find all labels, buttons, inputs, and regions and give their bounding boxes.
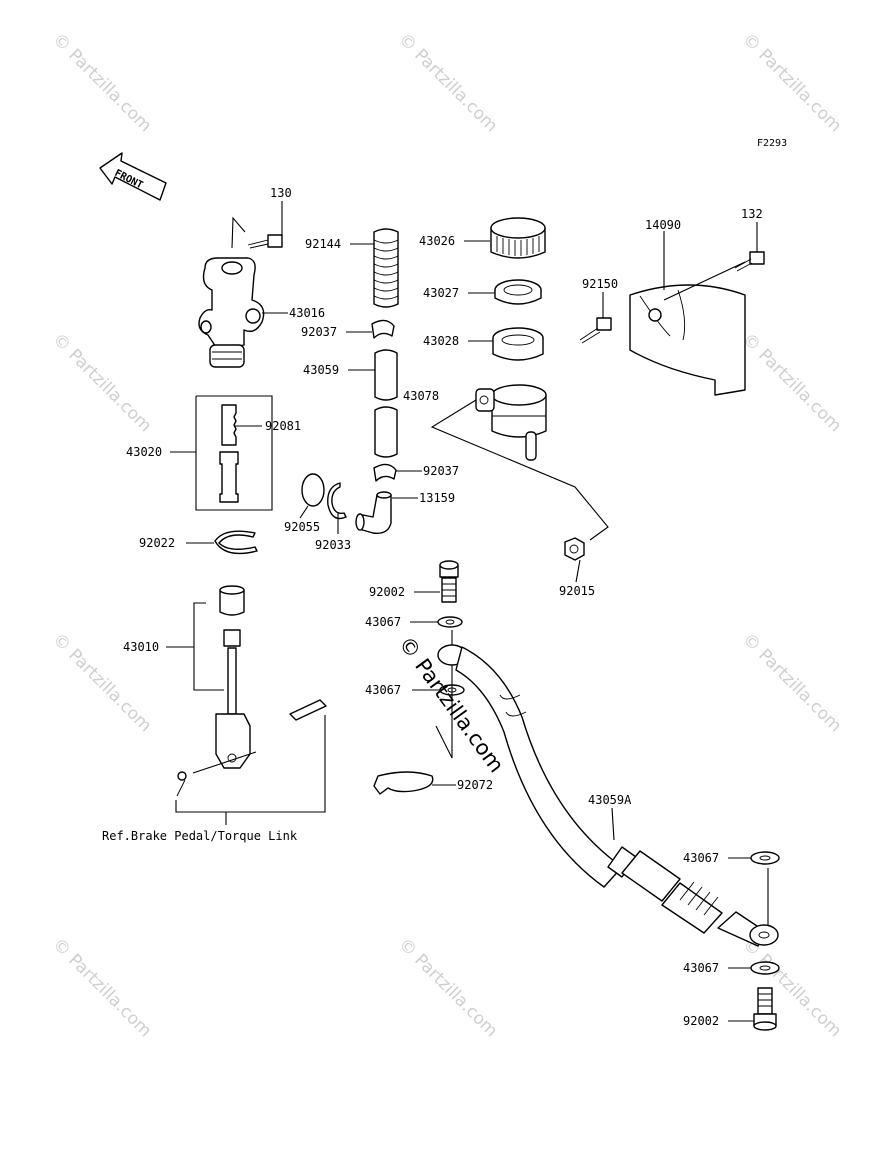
leader-line — [435, 630, 453, 759]
part-label-92037-lower: 92037 — [423, 464, 459, 478]
reservoir-diaphragm-illustration — [492, 327, 544, 361]
part-label-92037-upper: 92037 — [301, 325, 337, 339]
front-arrow-icon: FRONT — [99, 152, 167, 201]
part-label-43067-lower-b: 43067 — [683, 961, 719, 975]
part-label-43067-upper: 43067 — [365, 615, 401, 629]
watermark-text: © Partzilla.com — [394, 29, 501, 136]
part-label-92055: 92055 — [284, 520, 320, 534]
part-label-92150: 92150 — [582, 277, 618, 291]
brake-hose-illustration — [437, 644, 779, 947]
bolt-132-illustration — [734, 251, 765, 272]
piston-kit-box — [195, 395, 273, 511]
watermark-text: © Partzilla.com — [48, 29, 155, 136]
spring-illustration — [373, 228, 399, 308]
washer-lower-b-illustration — [750, 961, 780, 975]
part-label-92022: 92022 — [139, 536, 175, 550]
label-leaders — [166, 201, 758, 1022]
part-label-43010: 43010 — [123, 640, 159, 654]
reservoir-plate-illustration — [494, 279, 542, 305]
watermark-text: © Partzilla.com — [394, 934, 501, 1041]
leader-line — [193, 602, 224, 691]
leader-line — [175, 715, 326, 813]
part-label-43016: 43016 — [289, 306, 325, 320]
part-label-43020: 43020 — [126, 445, 162, 459]
clip-upper-illustration — [371, 319, 395, 339]
part-label-43026: 43026 — [419, 234, 455, 248]
leader-line — [430, 399, 609, 541]
part-label-43067-lower-a: 43067 — [683, 851, 719, 865]
part-label-130: 130 — [270, 186, 292, 200]
master-cylinder-illustration — [198, 216, 265, 368]
banjo-bolt-upper-illustration — [439, 560, 459, 603]
leader-line — [663, 261, 746, 301]
part-label-43078: 43078 — [403, 389, 439, 403]
snap-ring-92022-illustration — [214, 530, 258, 555]
o-ring-92055-illustration — [301, 473, 325, 507]
bolt-130-illustration — [247, 234, 283, 249]
clip-lower-illustration — [373, 463, 397, 482]
part-label-43059: 43059 — [303, 363, 339, 377]
reference-note: Ref.Brake Pedal/Torque Link — [102, 829, 298, 843]
washer-upper-illustration — [437, 616, 463, 628]
watermark-text: © Partzilla.com — [48, 934, 155, 1041]
washer-lower-a-illustration — [750, 851, 780, 865]
watermark-text: © Partzilla.com — [48, 329, 155, 436]
elbow-fitting-illustration — [355, 491, 392, 534]
part-label-92081: 92081 — [265, 419, 301, 433]
figure-code: F2293 — [757, 138, 787, 149]
part-labels: 130 132 14090 92144 43026 43016 43027 92… — [123, 186, 763, 1028]
push-rod-illustration — [176, 585, 327, 797]
reservoir-hose-illustration — [374, 349, 398, 458]
reservoir-cover-illustration — [629, 284, 746, 396]
part-label-92002-upper: 92002 — [369, 585, 405, 599]
part-label-92144: 92144 — [305, 237, 341, 251]
hose-clamp-illustration — [373, 771, 434, 795]
part-label-92033: 92033 — [315, 538, 351, 552]
part-label-92072: 92072 — [457, 778, 493, 792]
part-label-92002-lower: 92002 — [683, 1014, 719, 1028]
part-label-13159: 13159 — [419, 491, 455, 505]
nut-92015-illustration — [564, 537, 585, 561]
banjo-bolt-lower-illustration — [753, 987, 777, 1031]
watermark-text: © Partzilla.com — [738, 329, 845, 436]
part-label-43059A: 43059A — [588, 793, 632, 807]
part-label-14090: 14090 — [645, 218, 681, 232]
part-label-43028: 43028 — [423, 334, 459, 348]
reservoir-cap-illustration — [490, 217, 546, 259]
watermark-text: © Partzilla.com — [738, 29, 845, 136]
part-label-92015: 92015 — [559, 584, 595, 598]
part-label-132: 132 — [741, 207, 763, 221]
watermark-text: © Partzilla.com — [738, 629, 845, 736]
reservoir-tank-illustration — [475, 384, 547, 461]
part-label-43067-mid: 43067 — [365, 683, 401, 697]
bolt-92150-illustration — [579, 317, 612, 344]
circlip-92033-illustration — [327, 482, 347, 520]
part-label-43027: 43027 — [423, 286, 459, 300]
